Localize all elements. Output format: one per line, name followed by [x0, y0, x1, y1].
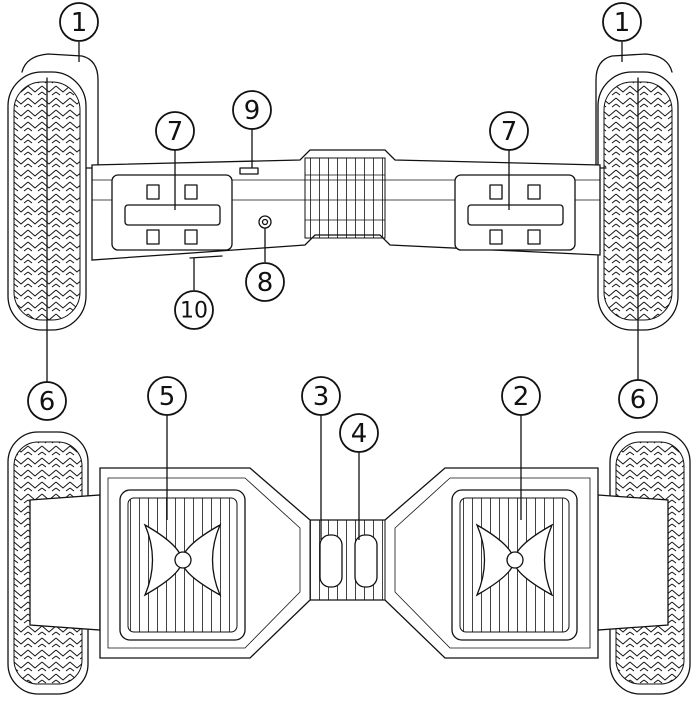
callout-8: 8 [246, 263, 284, 301]
left-wheel-bottom [8, 432, 100, 694]
callout-label: 5 [159, 382, 176, 412]
callout-label: 6 [630, 385, 647, 415]
callout-6-right: 6 [619, 380, 657, 418]
foot-pad-right-top [455, 175, 575, 250]
callout-label: 7 [167, 117, 184, 147]
callout-10: 10 [175, 291, 213, 329]
led-indicator-icon [355, 535, 377, 587]
top-view [8, 54, 678, 330]
callout-label: 10 [180, 299, 208, 324]
right-wheel-top [596, 54, 678, 330]
callout-label: 4 [351, 419, 368, 449]
callout-3: 3 [302, 377, 340, 415]
callout-7-right: 7 [490, 112, 528, 150]
foot-pad-left-top [112, 175, 232, 250]
callout-9: 9 [233, 91, 271, 129]
callout-label: 7 [501, 117, 518, 147]
body-bottom [100, 468, 598, 658]
left-wheel-top [8, 54, 98, 330]
callout-label: 3 [313, 382, 330, 412]
foot-pad-right [452, 490, 577, 640]
callout-4: 4 [340, 414, 378, 452]
foot-pad-left [120, 490, 245, 640]
callout-label: 9 [244, 96, 261, 126]
bottom-view [8, 432, 690, 694]
leader-lines [47, 42, 638, 540]
callout-label: 2 [513, 382, 530, 412]
callout-label: 1 [614, 8, 631, 38]
callout-label: 1 [71, 8, 88, 38]
callout-label: 6 [39, 387, 56, 417]
callout-2: 2 [502, 377, 540, 415]
battery-indicator-icon [320, 535, 342, 587]
callout-7-left: 7 [156, 112, 194, 150]
callout-label: 8 [257, 268, 274, 298]
callout-6-left: 6 [28, 382, 66, 420]
right-wheel-bottom [598, 432, 690, 694]
body-top [92, 150, 600, 260]
callout-5: 5 [148, 377, 186, 415]
callout-1-left: 1 [60, 3, 98, 41]
callout-1-right: 1 [603, 3, 641, 41]
